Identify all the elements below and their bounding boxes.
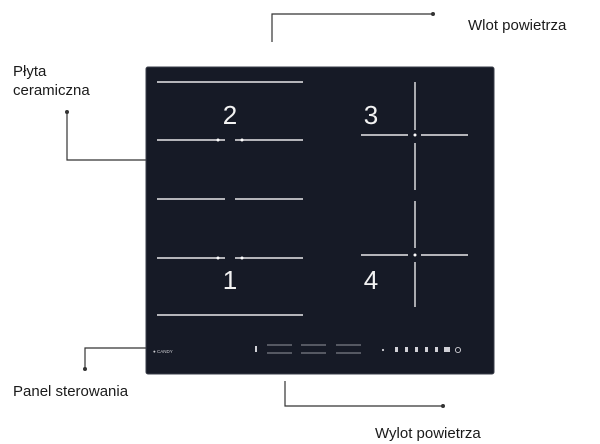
control-panel: ● CANDY xyxy=(153,344,462,354)
control-key-3[interactable] xyxy=(405,347,408,352)
control-key-7[interactable] xyxy=(444,347,450,352)
control-key-4[interactable] xyxy=(415,347,418,352)
touch-controls[interactable] xyxy=(255,346,462,354)
zone-number-4: 4 xyxy=(364,265,378,295)
leader-air-outlet xyxy=(284,381,443,407)
leader-dot-ceramic-plate xyxy=(65,110,69,114)
leader-lines xyxy=(66,13,443,407)
zone-number-2: 2 xyxy=(223,100,237,130)
leader-control-panel xyxy=(84,347,147,369)
control-key-5[interactable] xyxy=(425,347,428,352)
leader-dot-air-outlet xyxy=(441,404,445,408)
control-key-6[interactable] xyxy=(435,347,438,352)
leader-air-inlet xyxy=(271,13,433,42)
label-ceramic-plate-line1: Płyta xyxy=(13,63,47,80)
label-air-outlet: Wylot powietrza xyxy=(375,425,481,442)
leader-ceramic-plate xyxy=(66,112,147,161)
left-zone-lines xyxy=(157,81,303,316)
zone-number-3: 3 xyxy=(364,100,378,130)
leader-dots xyxy=(65,12,445,408)
leader-dot-air-inlet xyxy=(431,12,435,16)
right-zone-lines xyxy=(361,82,468,307)
power-button-icon[interactable] xyxy=(454,346,462,354)
left-zone-markers xyxy=(216,138,244,260)
label-air-inlet: Wlot powietrza xyxy=(468,17,567,34)
brand-logo: ● CANDY xyxy=(153,349,173,354)
control-key-1[interactable] xyxy=(381,348,385,352)
label-ceramic-plate-line2: ceramiczna xyxy=(13,82,90,99)
label-ceramic-plate: Płyta ceramiczna xyxy=(13,62,90,100)
control-left-key[interactable] xyxy=(255,346,257,352)
leader-dot-control-panel xyxy=(83,367,87,371)
cooktop xyxy=(145,66,495,375)
label-control-panel: Panel sterowania xyxy=(13,383,129,400)
power-selectors xyxy=(267,344,361,354)
zone-number-1: 1 xyxy=(223,265,237,295)
control-key-2[interactable] xyxy=(395,347,398,352)
right-zone-markers xyxy=(413,133,417,257)
